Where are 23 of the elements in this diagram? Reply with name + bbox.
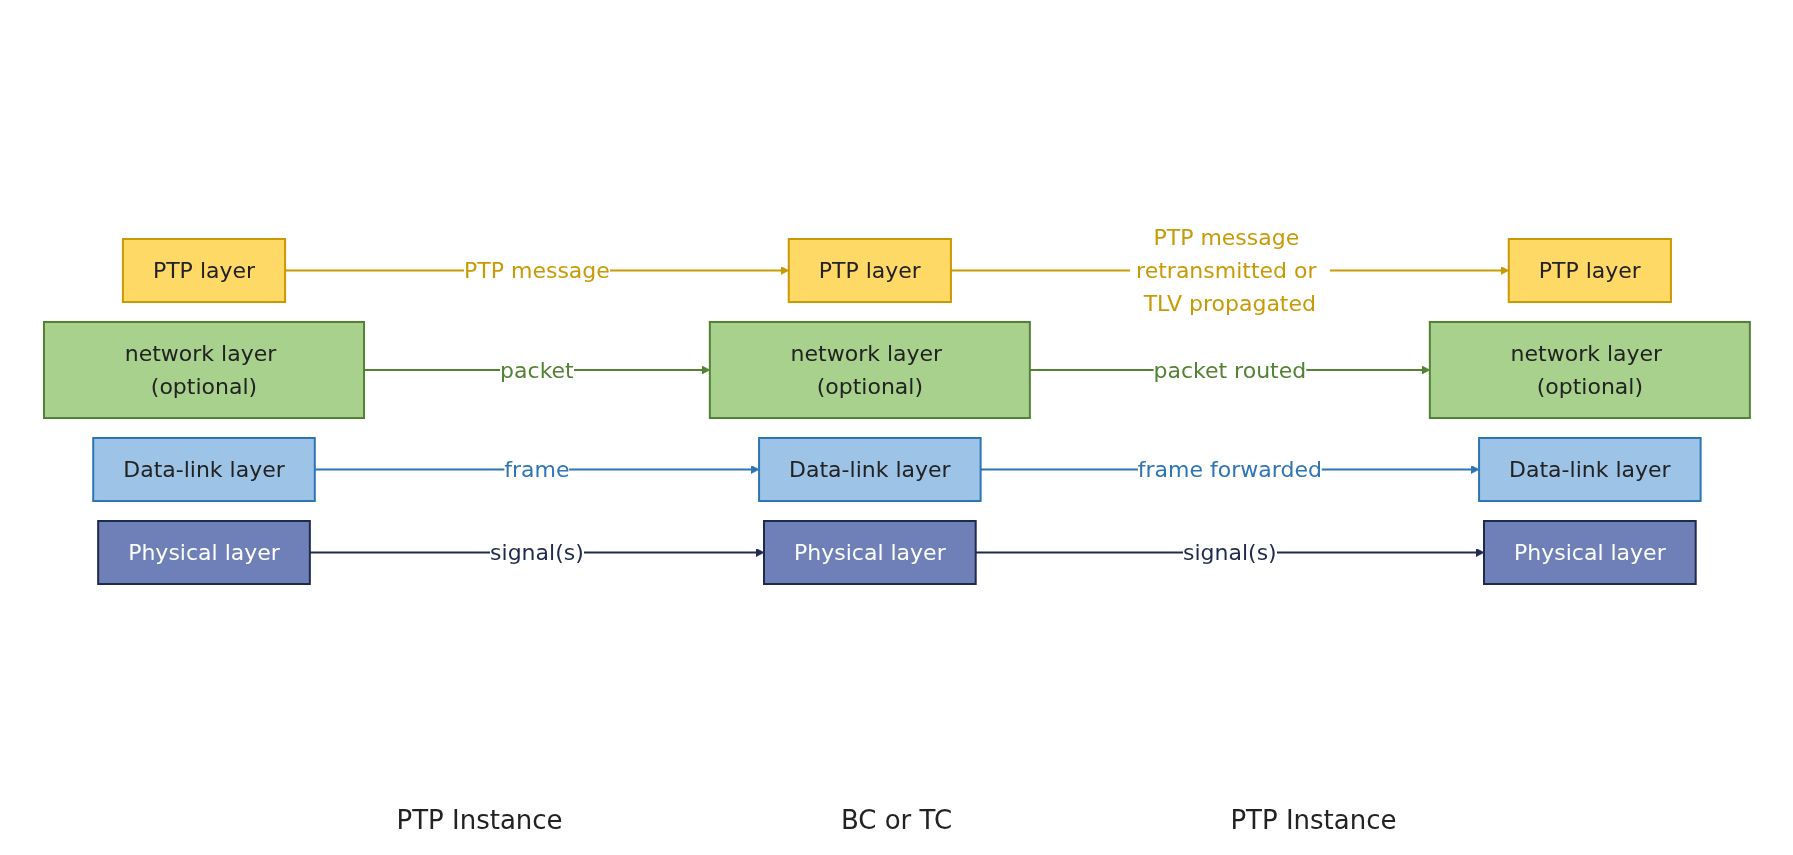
edge-label: signal(s) — [489, 540, 584, 565]
edge-label: frame — [503, 457, 570, 482]
node-box: network layer (optional) — [1428, 321, 1751, 419]
edge-label: signal(s) — [1182, 540, 1277, 565]
edge-label: PTP message retransmitted or TLV propagated — [1135, 225, 1317, 316]
node-box: PTP layer — [1507, 238, 1672, 303]
column-caption: PTP Instance — [396, 805, 563, 835]
node-box: Data-link layer — [1477, 437, 1702, 502]
column-caption: PTP Instance — [1230, 805, 1397, 835]
node-box: Physical layer — [96, 520, 311, 585]
node-box: Data-link layer — [757, 437, 982, 502]
node-box: Physical layer — [1482, 520, 1697, 585]
edge-label: packet — [499, 357, 574, 383]
node-box: network layer (optional) — [42, 321, 365, 419]
node-box: Physical layer — [762, 520, 977, 585]
edge-label: PTP message — [463, 258, 610, 283]
node-box: PTP layer — [787, 238, 952, 303]
edge-label: packet routed — [1153, 357, 1306, 383]
node-box: network layer (optional) — [708, 321, 1031, 419]
edge-label: frame forwarded — [1137, 457, 1322, 482]
node-box: PTP layer — [121, 238, 286, 303]
node-box: Data-link layer — [91, 437, 316, 502]
column-caption: BC or TC — [840, 805, 953, 835]
